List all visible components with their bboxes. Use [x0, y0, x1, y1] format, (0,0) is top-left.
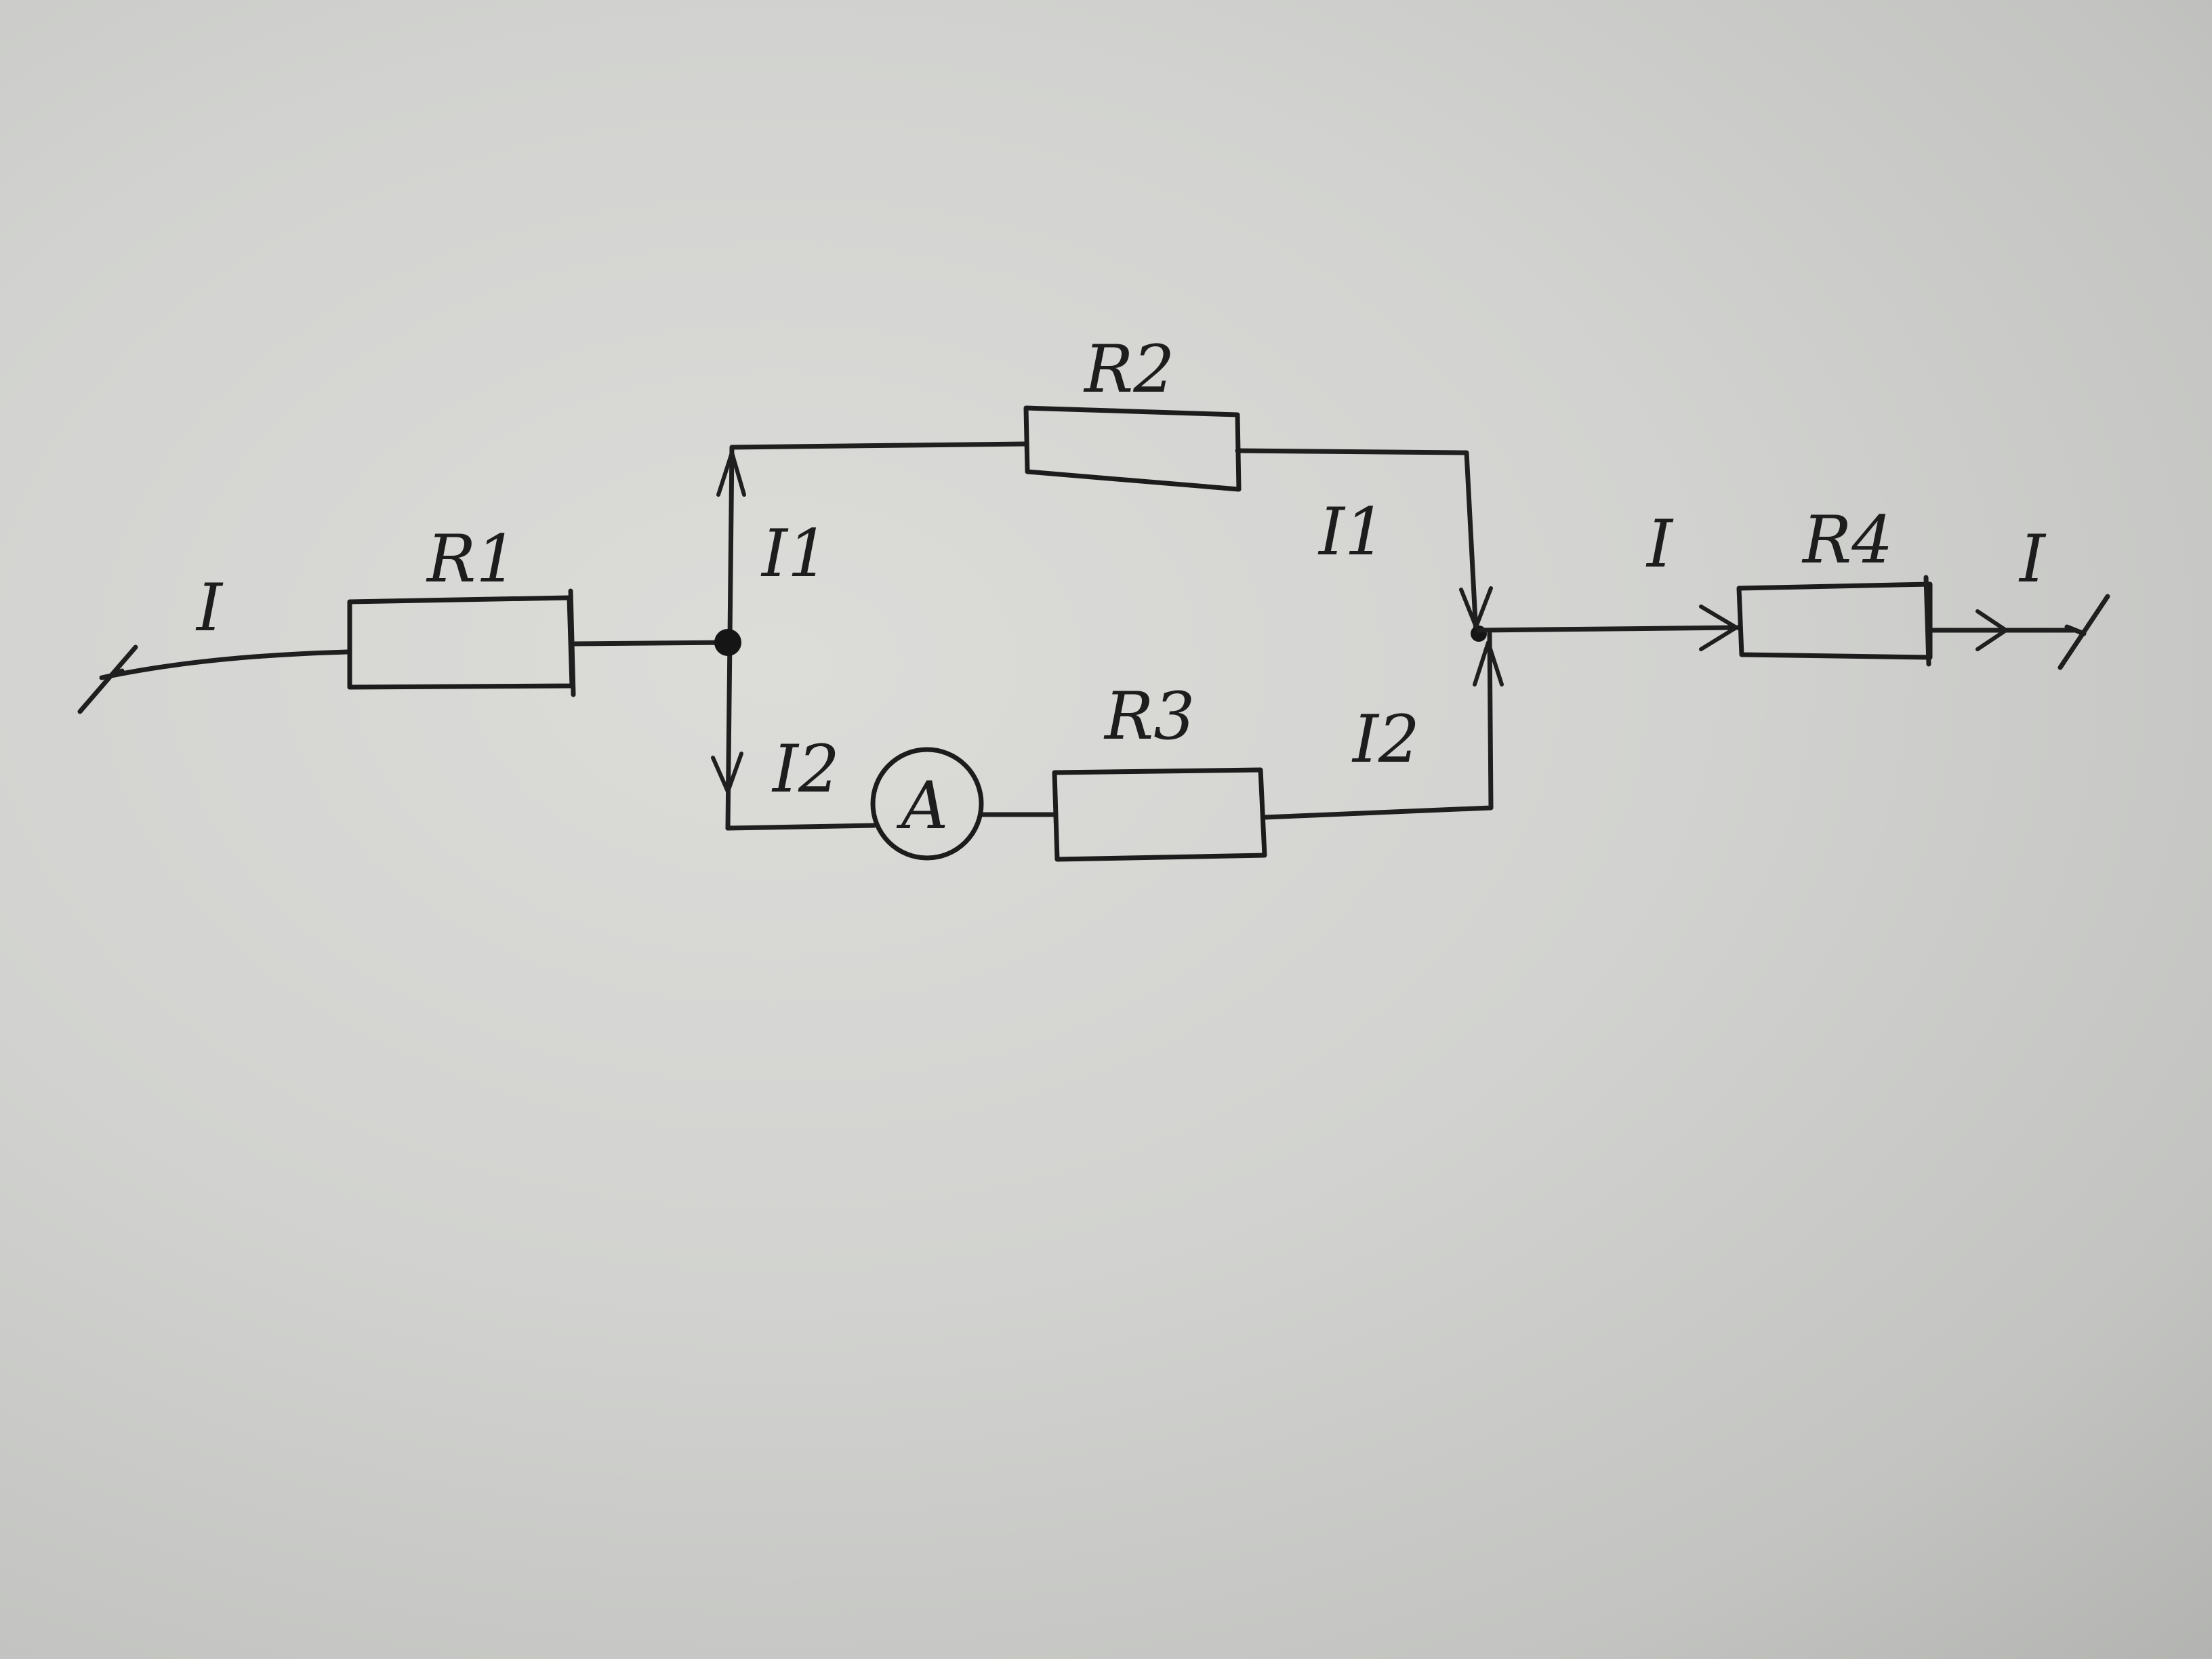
- wire-r1-to-node-a: [571, 640, 731, 647]
- resistor-r2: [1023, 405, 1242, 492]
- label-i1-right: I1: [1317, 494, 1386, 570]
- ammeter-label: A: [896, 768, 948, 844]
- arrow-i2-down: [711, 752, 743, 794]
- label-current-out: I: [2018, 521, 2047, 597]
- top-branch-wire: [729, 441, 1479, 636]
- ammeter: [870, 747, 984, 861]
- input-terminal: [77, 644, 138, 714]
- resistor-r1: [347, 588, 576, 697]
- input-wire: [99, 649, 350, 680]
- output-wire: [1476, 625, 1742, 633]
- arrow-i-out: [1975, 609, 2008, 651]
- output-terminal: [2057, 594, 2110, 670]
- label-i1-left: I1: [760, 516, 829, 592]
- junction-node-left: [714, 629, 741, 656]
- resistor-r4: [1736, 575, 1933, 667]
- label-current-mid: I: [1645, 506, 1674, 582]
- label-r2: R2: [1083, 331, 1174, 407]
- arrow-i2-up: [1473, 640, 1504, 687]
- label-r4: R4: [1801, 502, 1893, 578]
- arrow-i1-down: [1459, 586, 1493, 629]
- label-i2-left: I2: [771, 731, 840, 807]
- label-i2-right: I2: [1351, 701, 1420, 777]
- label-r1: R1: [426, 521, 517, 597]
- arrow-i-right: [1699, 605, 1738, 651]
- arrow-i1-up: [716, 451, 746, 497]
- label-r3: R3: [1103, 678, 1195, 754]
- resistor-r3: [1052, 767, 1267, 862]
- label-current-in: I: [195, 570, 224, 646]
- bottom-branch-wire: [725, 631, 1494, 831]
